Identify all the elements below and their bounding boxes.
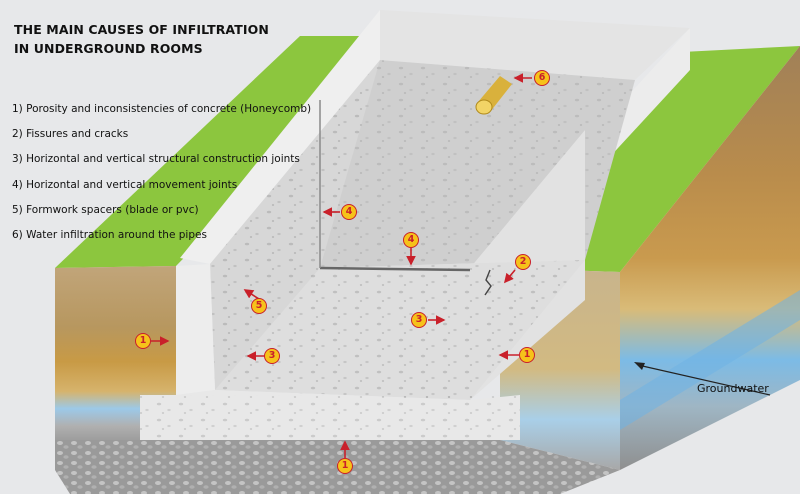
groundwater-label: Groundwater	[697, 382, 769, 395]
marker-1-left-soil: 1	[135, 333, 151, 349]
foundation-slab-texture	[140, 395, 520, 440]
marker-6-pipe: 6	[534, 70, 550, 86]
cause-item-1: 1) Porosity and inconsistencies of concr…	[12, 103, 312, 115]
marker-3-wall-joint: 3	[264, 348, 280, 364]
crack-line	[484, 269, 492, 296]
groundwater-band	[620, 290, 800, 430]
causes-list: 1) Porosity and inconsistencies of concr…	[12, 102, 311, 253]
title-line-1: THE MAIN CAUSES OF INFILTRATION	[14, 22, 269, 37]
marker-3-floor-joint: 3	[411, 312, 427, 328]
groundwater-arrow	[637, 364, 771, 396]
cause-item-5: 5) Formwork spacers (blade or pvc)	[12, 203, 199, 216]
marker-arrows	[151, 73, 532, 458]
marker-1-bottom: 1	[337, 458, 353, 474]
front-left-wall	[176, 264, 215, 395]
pipe-icon	[475, 76, 512, 115]
marker-4-floor: 4	[403, 232, 419, 248]
marker-2-crack: 2	[515, 254, 531, 270]
floor-texture	[215, 260, 585, 400]
horizontal-joint-line	[319, 266, 471, 272]
marker-5-spacer: 5	[251, 298, 267, 314]
cause-item-6: 6) Water infiltration around the pipes	[12, 228, 207, 241]
groundwater-arrowhead	[634, 362, 645, 370]
diagram-title: THE MAIN CAUSES OF INFILTRATION IN UNDER…	[14, 20, 269, 58]
concrete-top-rim-left	[180, 10, 380, 264]
right-soil-section	[620, 46, 800, 470]
concrete-top-rim-back	[380, 10, 690, 80]
marker-1-right-soil: 1	[519, 347, 535, 363]
marker-4-wall: 4	[341, 204, 357, 220]
cause-item-4: 4) Horizontal and vertical movement join…	[12, 178, 238, 191]
cause-item-2: 2) Fissures and cracks	[12, 128, 129, 141]
title-line-2: IN UNDERGROUND ROOMS	[14, 41, 203, 56]
cause-item-3: 3) Horizontal and vertical structural co…	[12, 153, 300, 166]
